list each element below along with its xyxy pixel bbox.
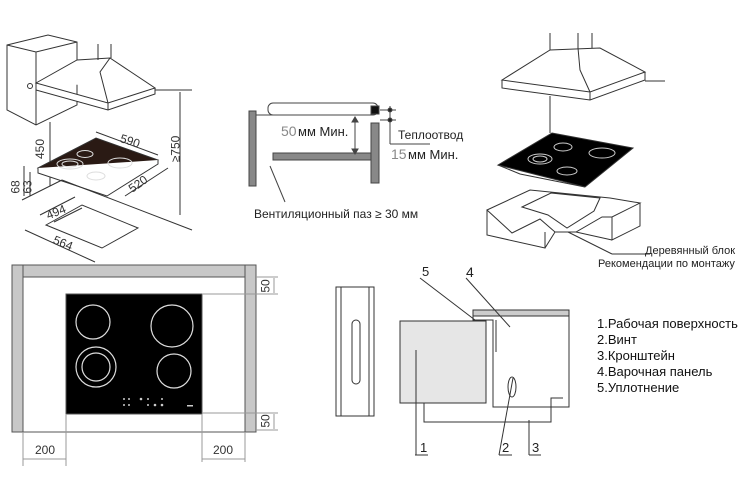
counter-right bbox=[244, 264, 257, 433]
heat-unit: мм Мин. bbox=[408, 147, 459, 162]
bracket-side bbox=[335, 286, 375, 417]
hood-chimney bbox=[97, 44, 112, 104]
callout-3: 3 bbox=[532, 440, 540, 455]
right-panel bbox=[370, 122, 380, 184]
island-hob bbox=[496, 132, 635, 188]
island-install-view bbox=[486, 33, 665, 255]
counter-left bbox=[11, 264, 24, 433]
heat-label: Теплоотвод bbox=[398, 128, 464, 142]
worktop bbox=[399, 320, 487, 404]
isometric-install-view bbox=[6, 34, 193, 263]
legend-item: 4.Варочная панель bbox=[597, 364, 713, 379]
callout-2: 2 bbox=[502, 440, 510, 455]
legend-item: 5.Уплотнение bbox=[597, 380, 680, 395]
top-clearance: 50 bbox=[258, 279, 273, 293]
heat-value: 15 bbox=[391, 146, 407, 162]
parts-legend: 1.Рабочая поверхность 2.Винт 3.Кронштейн… bbox=[597, 316, 738, 396]
left-panel bbox=[248, 110, 257, 187]
right-clearance: 200 bbox=[213, 443, 234, 457]
range-hood bbox=[34, 57, 157, 111]
bracket-detail bbox=[335, 277, 570, 456]
cabinet-knob bbox=[27, 83, 33, 89]
touch-controls bbox=[123, 397, 193, 407]
left-clearance: 200 bbox=[35, 443, 56, 457]
recommendation-label: Рекомендации по монтажу bbox=[598, 258, 735, 270]
top-view-clearances bbox=[11, 264, 278, 466]
callout-5: 5 bbox=[422, 264, 430, 279]
counter-top bbox=[22, 264, 246, 278]
bottom-shelf bbox=[272, 152, 372, 161]
wood-block-label: Деревянный блок bbox=[645, 245, 736, 257]
ventilation-section bbox=[248, 102, 430, 203]
callout-1: 1 bbox=[420, 440, 428, 455]
callout-4: 4 bbox=[466, 264, 474, 280]
dim-min-height: ≥750 bbox=[168, 135, 183, 163]
hob-panel bbox=[472, 311, 570, 408]
gap-value: 50 bbox=[281, 123, 297, 139]
gap-unit: мм Мин. bbox=[298, 124, 349, 139]
dim-thickness-glass: 63 bbox=[20, 180, 35, 194]
legend-item: 3.Кронштейн bbox=[597, 348, 675, 363]
hob-top-view bbox=[65, 293, 203, 415]
island-hood bbox=[500, 47, 647, 101]
wood-frame bbox=[486, 189, 642, 234]
vent-slot-label: Вентиляционный паз ≥ 30 мм bbox=[254, 207, 419, 221]
bottom-clearance: 50 bbox=[258, 414, 273, 428]
hob-body bbox=[267, 102, 379, 116]
dim-hood-gap: 450 bbox=[33, 138, 48, 160]
cutout bbox=[44, 204, 140, 249]
legend-item: 2.Винт bbox=[597, 332, 637, 347]
legend-item: 1.Рабочая поверхность bbox=[597, 316, 738, 331]
